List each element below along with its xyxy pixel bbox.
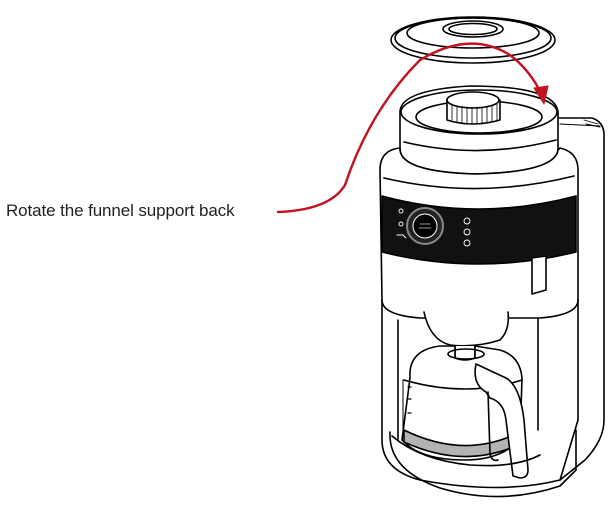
water-tank xyxy=(547,117,605,481)
indicator-icons-right xyxy=(463,217,471,247)
instruction-label: Rotate the funnel support back xyxy=(6,201,235,220)
tank-window xyxy=(531,255,547,295)
lid xyxy=(390,16,556,64)
arrow-head-icon xyxy=(533,85,549,105)
lower-frame xyxy=(381,299,579,489)
indicator-icons-left xyxy=(396,208,407,239)
base xyxy=(389,429,577,498)
control-panel xyxy=(381,195,577,265)
grinder-knob xyxy=(446,91,501,125)
rotate-arrow xyxy=(276,42,544,214)
control-dial xyxy=(406,207,444,245)
carafe-handle xyxy=(474,363,529,479)
